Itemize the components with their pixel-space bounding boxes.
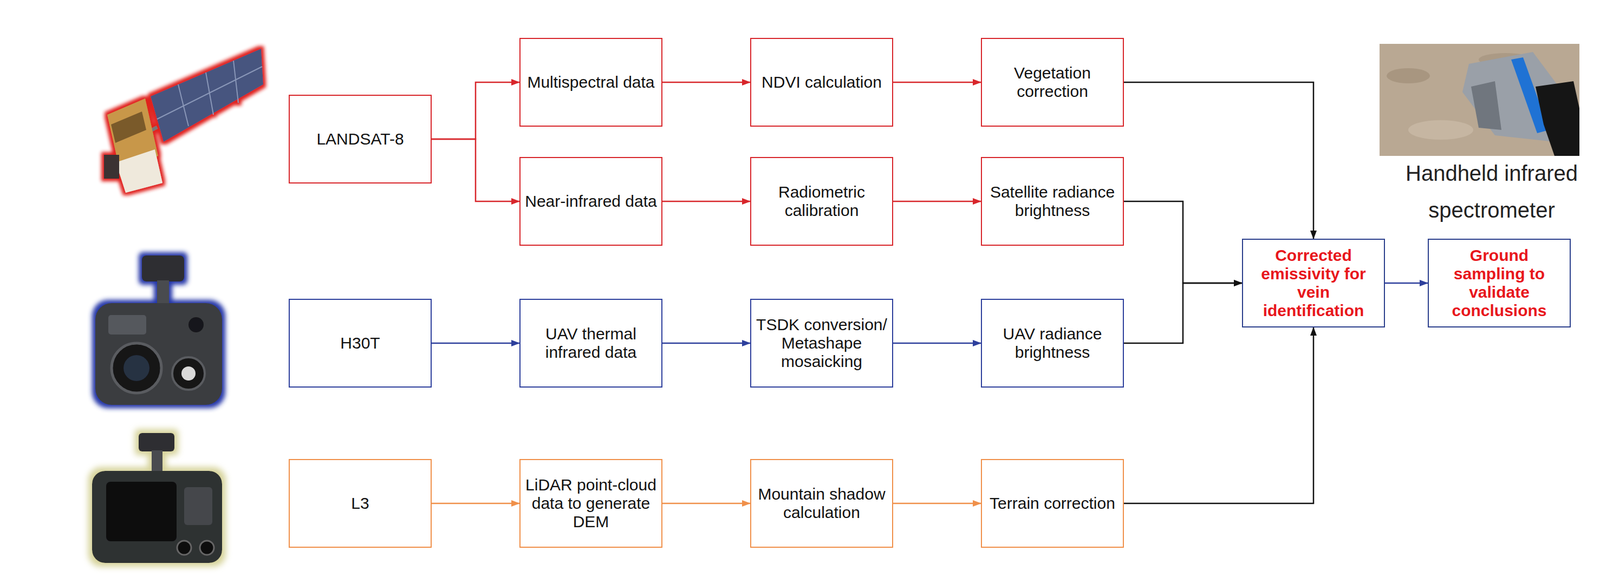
flow-arrow: [893, 200, 981, 203]
panel-grid: [178, 84, 189, 127]
photo-ground: [1379, 43, 1580, 156]
h30t-camera-illustration: [95, 255, 223, 406]
box-text: H30T: [340, 334, 380, 353]
process-box: Satellite radiance brightness: [980, 157, 1124, 246]
box-text: Multispectral data: [527, 73, 655, 92]
flow-arrow: [1384, 282, 1428, 285]
camera-lens: [199, 541, 214, 556]
result-box: Corrected emissivity for vein identifica…: [1241, 238, 1385, 328]
process-box: TSDK conversion/ Metashape mosaicking: [750, 298, 894, 388]
panel-grid: [233, 60, 239, 103]
flow-arrow: [893, 81, 981, 84]
process-box: Terrain correction: [980, 459, 1124, 549]
flow-arrow: [1123, 283, 1242, 344]
flow-arrow: [431, 342, 520, 345]
result-box: Ground sampling to validate conclusions: [1427, 238, 1571, 328]
camera-panel: [108, 315, 147, 335]
process-box: Mountain shadow calculation: [750, 459, 894, 549]
flow-arrow: [662, 503, 751, 505]
process-box: Near-infrared data: [519, 157, 663, 246]
device-caption: Handheld infrared spectrometer: [1383, 154, 1600, 229]
satellite-body: [111, 111, 147, 143]
box-text: Near-infrared data: [524, 192, 657, 211]
process-box: LANDSAT-8: [288, 94, 432, 184]
gimbal-mount: [141, 255, 185, 282]
flow-arrow: [662, 200, 751, 203]
satellite-sensor: [103, 154, 120, 179]
camera-lens: [172, 357, 205, 390]
process-box: Multispectral data: [519, 37, 663, 127]
box-text: TSDK conversion/ Metashape mosaicking: [754, 315, 889, 372]
photo-texture: [1408, 120, 1474, 140]
process-box: H30T: [288, 298, 432, 388]
process-box: UAV thermal infrared data: [519, 298, 663, 388]
flow-arrow: [1123, 82, 1314, 239]
solar-panel: [150, 48, 264, 142]
photo-texture: [1386, 68, 1430, 84]
process-box: Radiometric calibration: [750, 157, 894, 246]
lidar-window: [106, 482, 177, 542]
camera-lens: [181, 366, 196, 381]
satellite-module: [115, 149, 163, 193]
gimbal-arm: [151, 450, 163, 475]
flow-arrow: [662, 81, 751, 84]
box-text: Satellite radiance brightness: [985, 183, 1120, 220]
box-text: Ground sampling to validate conclusions: [1432, 246, 1567, 321]
camera-lens: [123, 355, 150, 382]
lidar-panel: [184, 487, 213, 526]
process-box: NDVI calculation: [750, 37, 894, 127]
flow-arrow: [431, 82, 520, 140]
box-text: Terrain correction: [989, 494, 1116, 513]
box-text: L3: [350, 494, 369, 513]
spectrometer-side: [1471, 81, 1502, 130]
lidar-body: [92, 471, 223, 564]
satellite-illustration: [103, 48, 264, 193]
flow-arrow: [1123, 201, 1242, 284]
camera-lens: [111, 343, 162, 394]
camera-body: [95, 303, 223, 406]
box-text: NDVI calculation: [761, 73, 882, 92]
flow-arrow: [893, 503, 981, 505]
box-text: Mountain shadow calculation: [754, 485, 889, 523]
flow-arrow: [1123, 327, 1314, 504]
process-box: LiDAR point-cloud data to generate DEM: [519, 459, 663, 549]
spectrometer-photo: [1379, 43, 1580, 156]
flow-arrow: [662, 342, 751, 345]
box-text: Corrected emissivity for vein identifica…: [1246, 246, 1381, 321]
process-box: UAV radiance brightness: [980, 298, 1124, 388]
panel-grid: [157, 66, 263, 120]
flow-arrow: [431, 139, 520, 202]
box-text: Radiometric calibration: [754, 183, 889, 220]
l3-lidar-illustration: [92, 433, 223, 564]
camera-lens: [177, 541, 192, 556]
flow-arrow: [893, 342, 981, 345]
box-text: LANDSAT-8: [316, 129, 404, 149]
box-text: Vegetation correction: [985, 63, 1120, 101]
flow-arrow: [431, 503, 520, 505]
gimbal-mount: [138, 433, 175, 452]
camera-lens: [188, 317, 204, 333]
process-box: Vegetation correction: [980, 37, 1124, 127]
box-text: LiDAR point-cloud data to generate DEM: [523, 476, 659, 532]
process-box: L3: [288, 459, 432, 549]
box-text: UAV thermal infrared data: [523, 324, 659, 362]
box-text: UAV radiance brightness: [985, 324, 1120, 362]
gloved-hand: [1535, 81, 1580, 156]
